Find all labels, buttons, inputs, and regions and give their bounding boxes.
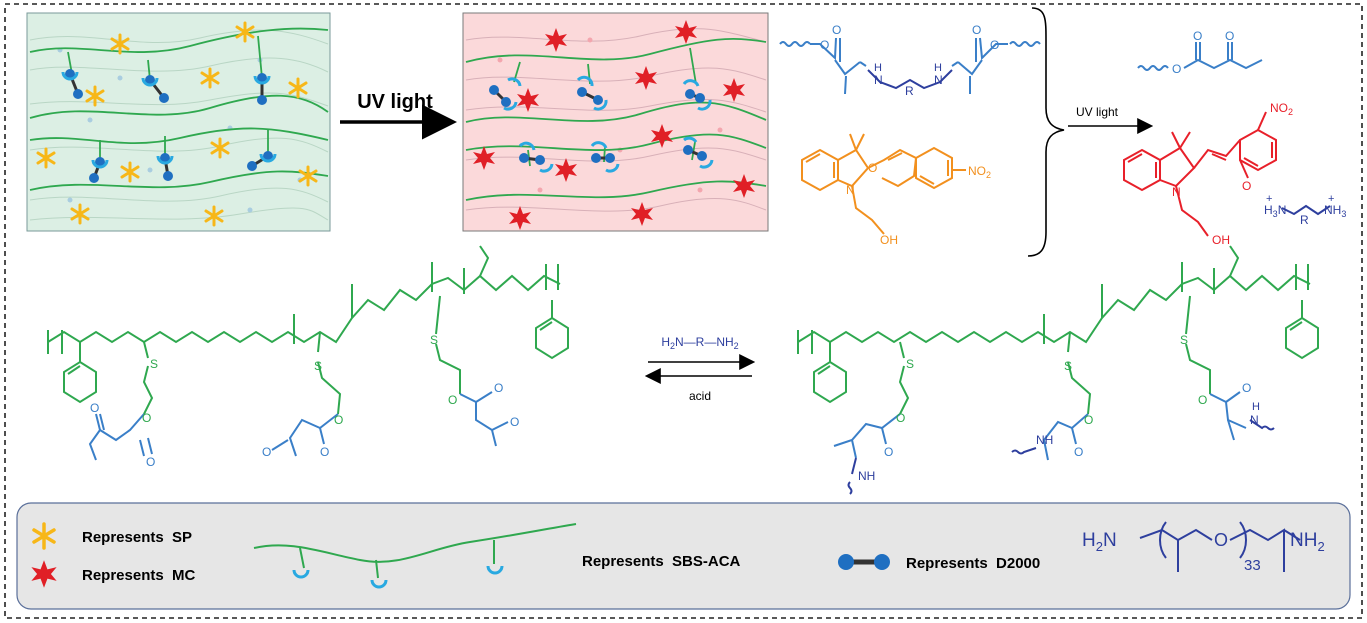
- right-polymer-s3: S: [1180, 333, 1188, 347]
- crosslinker-h-right: H: [934, 62, 942, 74]
- right-polymer-o4: O: [1074, 445, 1083, 459]
- diamine-h3n: H3N: [1264, 203, 1286, 219]
- right-polymer-s2: S: [1064, 359, 1072, 373]
- forward-reagent-label: H2N—R—NH2: [661, 335, 738, 351]
- right-polymer-nh1: NH: [858, 469, 875, 483]
- merocyanine-no2: NO2: [1270, 101, 1293, 117]
- crosslink-icons-mc: [489, 75, 714, 173]
- left-polymer-o3: O: [90, 401, 99, 415]
- sbs-aca-polymer-right: S S S O O O O O O NH NH H N: [797, 245, 1319, 495]
- right-polymer-o6: O: [1242, 381, 1251, 395]
- uv-light-main-arrow: UV light: [340, 91, 457, 140]
- left-polymer-s1: S: [150, 357, 158, 371]
- right-polymer-o5: O: [1198, 393, 1207, 407]
- d2000-h2n: H2N: [1082, 530, 1117, 554]
- crosslinker-o-right: O: [990, 38, 999, 52]
- grouping-brace: [1027, 7, 1065, 257]
- left-polymer-o1: O: [142, 411, 151, 425]
- crosslinker-o-left-top: O: [832, 23, 841, 37]
- left-polymer-o6: O: [262, 445, 271, 459]
- legend-mc-label: Represents MC: [82, 567, 196, 584]
- merocyanine-structure: N NO2 O OH: [1123, 101, 1293, 247]
- merocyanine-oh: OH: [1212, 233, 1230, 247]
- spiropyran-o: O: [868, 161, 877, 175]
- outer-dashed-frame: [4, 3, 1363, 619]
- d2000-formula: H2N O 33 NH2: [1082, 521, 1325, 574]
- crosslinker-n-left: N: [874, 73, 883, 87]
- diamine-cation: H3N + R NH3 +: [1264, 193, 1346, 227]
- right-polymer-s1: S: [906, 357, 914, 371]
- legend-sbs-aca-label: Represents SBS-ACA: [582, 553, 741, 570]
- right-polymer-h3: H: [1252, 401, 1260, 413]
- acetoacetate-o2: O: [1193, 29, 1202, 43]
- left-polymer-o8: O: [494, 381, 503, 395]
- sp-star-icons: [36, 21, 318, 227]
- left-polymer-o5: O: [320, 445, 329, 459]
- sbs-aca-polymer-left: S S S O O O O O O O O O: [47, 245, 569, 469]
- diamine-plus-left: +: [1266, 193, 1272, 205]
- diamine-plus-right: +: [1328, 193, 1334, 205]
- equilibrium-arrows: H2N—R—NH2 acid: [644, 335, 756, 403]
- diamine-r: R: [1300, 213, 1309, 227]
- right-polymer-n3: N: [1250, 413, 1259, 427]
- network-panel-mc: [462, 12, 769, 232]
- legend-sbs-aca-icon: [253, 523, 577, 589]
- crosslinker-o-left: O: [820, 38, 829, 52]
- crosslinker-structure: O O O O H N R H N: [779, 23, 1041, 98]
- merocyanine-o-minus: O: [1242, 179, 1251, 193]
- acetoacetate-o3: O: [1225, 29, 1234, 43]
- right-polymer-o2: O: [884, 445, 893, 459]
- right-polymer-o3: O: [1084, 413, 1093, 427]
- d2000-nh2: NH2: [1290, 530, 1325, 554]
- acetoacetate-o1: O: [1172, 62, 1181, 76]
- crosslinker-h-left: H: [874, 62, 882, 74]
- left-polymer-o4: O: [334, 413, 343, 427]
- legend-sp-star-icon: [32, 522, 56, 550]
- legend-panel: Represents SP Represents MC Represents S…: [16, 502, 1351, 610]
- uv-light-side-arrow: UV light: [1068, 105, 1154, 134]
- spiropyran-structure: O N NO2 OH: [801, 133, 991, 247]
- spiropyran-n: N: [846, 183, 855, 197]
- left-polymer-o7: O: [448, 393, 457, 407]
- left-polymer-o9: O: [510, 415, 519, 429]
- network-panel-sp: [26, 12, 331, 232]
- reverse-reagent-label: acid: [689, 389, 711, 403]
- acetoacetate-fragment: O O O: [1137, 29, 1263, 76]
- crosslinker-n-right: N: [934, 73, 943, 87]
- crosslinker-r: R: [905, 84, 914, 98]
- d2000-subscript-33: 33: [1244, 557, 1261, 574]
- crosslinker-o-right-top: O: [972, 23, 981, 37]
- crosslink-icons: [61, 69, 277, 183]
- spiropyran-oh: OH: [880, 233, 898, 247]
- uv-light-main-label: UV light: [357, 91, 433, 113]
- merocyanine-n: N: [1172, 185, 1181, 199]
- right-polymer-nh2: NH: [1036, 433, 1053, 447]
- legend-d2000-icon: [838, 554, 890, 570]
- legend-d2000-label: Represents D2000: [906, 555, 1040, 572]
- uv-light-side-label: UV light: [1076, 105, 1119, 119]
- legend-sp-label: Represents SP: [82, 529, 192, 546]
- left-polymer-s3: S: [430, 333, 438, 347]
- left-polymer-o2: O: [146, 455, 155, 469]
- diamine-nh3: NH3: [1324, 203, 1346, 219]
- left-polymer-s2: S: [314, 359, 322, 373]
- d2000-o: O: [1214, 530, 1228, 550]
- spiropyran-no2: NO2: [968, 164, 991, 180]
- right-polymer-o1: O: [896, 411, 905, 425]
